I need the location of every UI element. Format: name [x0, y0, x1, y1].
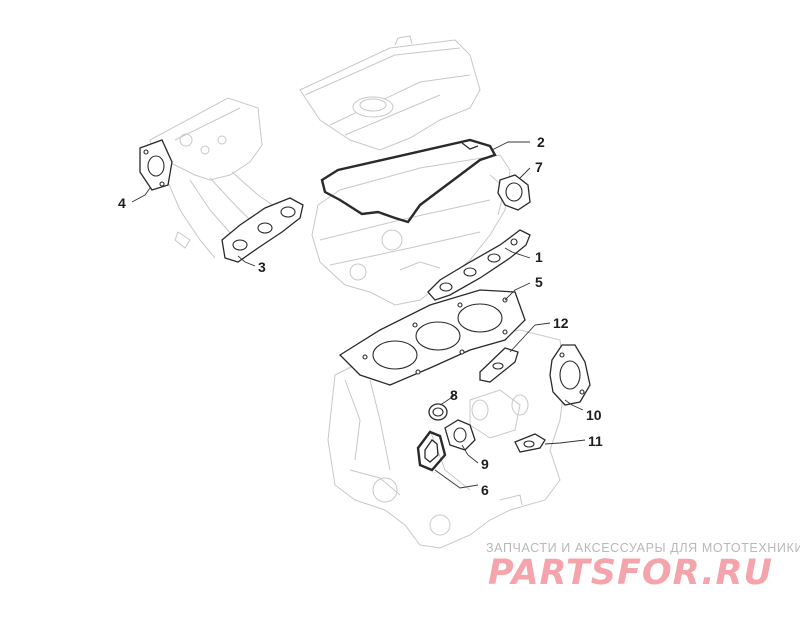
valve-cover-ghost [299, 35, 481, 151]
callout-5: 5 [535, 274, 543, 290]
callout-4: 4 [118, 195, 126, 211]
callout-11: 11 [588, 433, 603, 449]
callout-1: 1 [535, 249, 543, 265]
gasket-7-flange [497, 174, 531, 211]
callout-9: 9 [481, 456, 489, 472]
throttle-flange-gasket [139, 139, 173, 191]
valve-cover-gasket [320, 138, 497, 224]
intake-manifold-gasket [221, 197, 304, 263]
gasket-12 [479, 347, 519, 383]
watermark-tagline: ЗАПЧАСТИ И АКСЕССУАРЫ ДЛЯ МОТОТЕХНИКИ [486, 541, 800, 555]
callout-2: 2 [537, 134, 545, 150]
callout-3: 3 [258, 259, 266, 275]
callouts: 2 7 1 3 4 5 12 8 10 11 9 6 [118, 134, 603, 498]
callout-8: 8 [450, 387, 458, 403]
watermark-logo: PARTSFOR.RU [488, 553, 773, 593]
head-gasket [338, 289, 526, 386]
callout-10: 10 [586, 407, 602, 423]
o-ring-8 [428, 403, 448, 421]
gasket-9 [444, 419, 476, 451]
callout-7: 7 [535, 159, 543, 175]
gasket-11 [514, 433, 546, 453]
callout-12: 12 [553, 315, 569, 331]
water-pump-gasket [549, 344, 591, 406]
callout-6: 6 [481, 482, 489, 498]
gasket-6-oval [416, 430, 447, 472]
intake-manifold-ghost [149, 97, 281, 259]
leader-lines [131, 141, 586, 489]
cylinder-head-ghost [311, 154, 511, 306]
exhaust-manifold-gasket [427, 229, 531, 301]
